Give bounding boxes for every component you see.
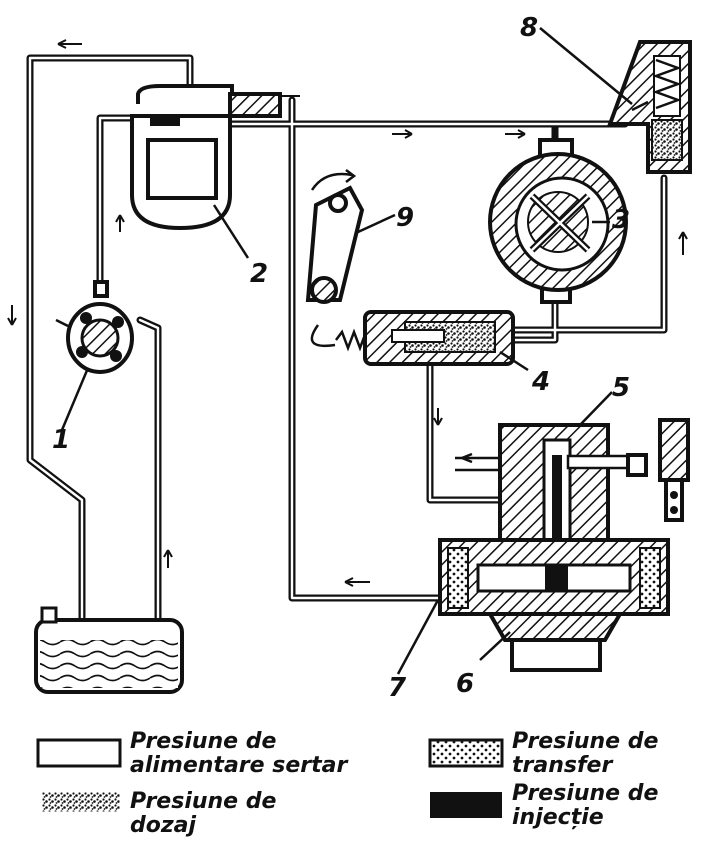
metering-valve [363,310,515,366]
label-5: 5 [612,373,630,403]
flow-arrows [7,39,688,587]
legend-dotted-line1: Presiune de [512,729,659,754]
transfer-pump [488,138,628,304]
legend-plain-line2: alimentare sertar [130,753,348,778]
injection-feed-line [426,361,504,504]
fuel-lines [26,54,668,634]
label-9: 9 [396,203,414,233]
legend-solid-line2: injecție [512,805,604,830]
leader-lines [60,27,633,675]
label-2: 2 [250,259,268,289]
label-8: 8 [520,13,538,43]
legend-swatch-speckled [41,791,121,813]
supply-pump [55,280,134,374]
legend-speckled-line2: dozaj [130,813,197,838]
fuel-filter [130,84,282,231]
legend-plain-line1: Presiune de [130,729,277,754]
legend-swatch-solid [430,792,502,818]
component-labels: 1 2 3 4 5 6 7 8 9 [52,13,630,703]
legend: Presiune de alimentare sertar Presiune d… [36,729,659,838]
injector-nozzle [626,418,690,522]
label-7: 7 [388,673,407,703]
fuel-tank [34,606,184,694]
label-3: 3 [612,205,630,235]
pressure-regulator [607,40,692,174]
label-1: 1 [52,425,70,455]
legend-speckled-line1: Presiune de [130,789,277,814]
label-4: 4 [531,367,550,397]
legend-swatch-plain [36,738,122,768]
throttle-lever [305,169,372,352]
legend-swatch-dotted [428,738,504,768]
supply-line [136,316,162,634]
injection-pump [438,423,670,672]
legend-dotted-line2: transfer [512,753,613,778]
label-6: 6 [456,669,474,699]
legend-solid-line1: Presiune de [512,781,659,806]
